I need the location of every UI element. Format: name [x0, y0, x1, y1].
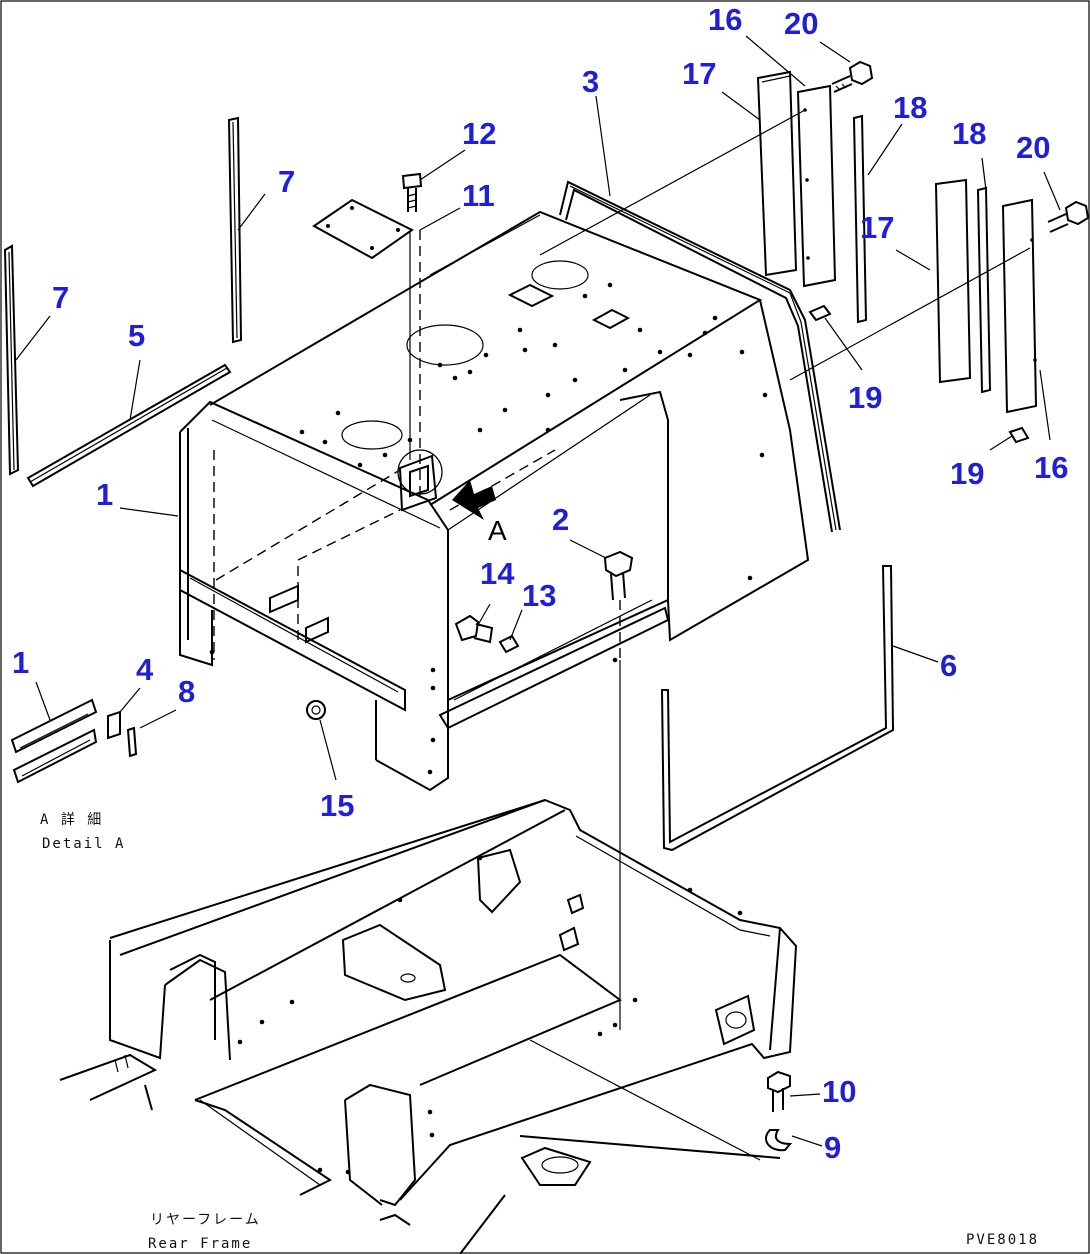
callout-2: 2 [552, 502, 569, 537]
plate-16-lower [1001, 198, 1038, 414]
callout-20-lower: 20 [1016, 130, 1050, 165]
view-a-arrow [452, 480, 496, 520]
drawing-code: PVE8018 [966, 1232, 1039, 1248]
detail-a-seals [10, 698, 98, 784]
callout-7: 7 [278, 164, 295, 199]
detail-a-caption-jp: A 詳 細 [40, 812, 103, 828]
callout-6: 6 [940, 648, 957, 683]
rear-frame-caption-jp: リヤーフレーム [150, 1212, 261, 1228]
callout-8: 8 [178, 674, 195, 709]
detail-a-caption-en: Detail A [42, 836, 125, 852]
callout-19-lower: 19 [950, 456, 984, 491]
bolt-14 [454, 614, 494, 644]
alignment-lines [213, 109, 1031, 1161]
bolt-10 [767, 1070, 791, 1112]
callout-13: 13 [522, 578, 556, 613]
clip-19-lower [1008, 426, 1030, 444]
bolt-20-upper [831, 60, 874, 93]
seal-18-upper [852, 114, 868, 324]
seal-strip-7-mid [227, 116, 243, 344]
pad-17-upper [756, 70, 798, 277]
callout-16-upper: 16 [708, 2, 742, 37]
rear-frame-caption-en: Rear Frame [148, 1236, 252, 1252]
seal-strip-5 [26, 363, 232, 488]
callout-17-lower: 17 [860, 210, 894, 245]
callout-9: 9 [824, 1130, 841, 1165]
bolt-2 [603, 550, 634, 601]
clip-9 [765, 1129, 793, 1152]
rear-frame [59, 798, 798, 1254]
callout-15: 15 [320, 788, 354, 823]
detail-a-clip-4 [107, 710, 121, 740]
callout-19-upper: 19 [848, 380, 882, 415]
seal-strip-6 [660, 565, 895, 852]
callout-20-upper: 20 [784, 6, 818, 41]
callout-5: 5 [128, 318, 145, 353]
seal-18-lower [976, 186, 992, 394]
seal-strip-7-left [3, 244, 20, 476]
callout-16-lower: 16 [1034, 450, 1068, 485]
detail-a-pin-8 [126, 726, 138, 758]
hood-assembly-1 [179, 210, 810, 792]
view-marker-a: A [488, 515, 507, 546]
washer-13 [498, 634, 520, 654]
plate-16-upper [796, 84, 837, 288]
callout-1-detail: 1 [12, 645, 29, 680]
callout-18-lower: 18 [952, 116, 986, 151]
nut-15 [306, 700, 326, 720]
callout-12: 12 [462, 116, 496, 151]
callout-18-upper: 18 [893, 90, 927, 125]
callout-7-left: 7 [52, 280, 69, 315]
callout-4: 4 [136, 652, 154, 687]
callout-3: 3 [582, 64, 599, 99]
callout-14: 14 [480, 556, 515, 591]
callout-17-upper: 17 [682, 56, 716, 91]
leader-lines [15, 35, 1061, 1147]
seal-strip-3 [559, 180, 841, 533]
bolt-20-lower [1047, 200, 1090, 233]
clip-19-upper [808, 304, 832, 322]
callout-1: 1 [96, 477, 113, 512]
bolt-12 [401, 172, 423, 212]
callout-11: 11 [462, 178, 495, 213]
pad-17-lower [934, 178, 972, 384]
callout-10: 10 [822, 1074, 856, 1109]
cover-plate-11 [312, 198, 414, 260]
callout-labels: 1 1 2 3 4 5 6 7 7 8 9 10 11 12 13 14 15 … [12, 2, 1068, 1165]
